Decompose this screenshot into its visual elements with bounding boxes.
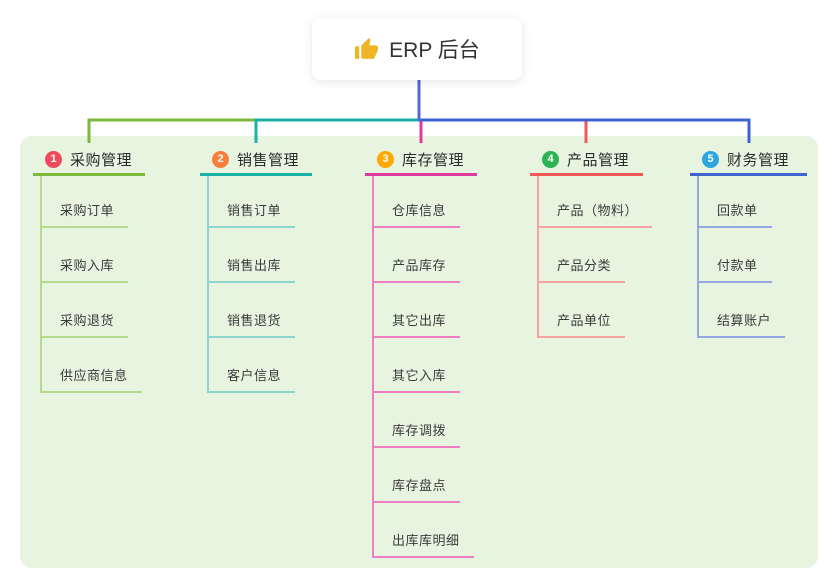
branch-number-badge: 1 [45,151,62,168]
child-node[interactable]: 回款单 [699,176,772,228]
branch-number-badge: 2 [212,151,229,168]
root-node[interactable]: ERP 后台 [312,18,522,80]
child-node[interactable]: 付款单 [699,228,772,283]
branch-node[interactable]: 1 采购管理 [33,146,145,176]
child-node[interactable]: 供应商信息 [42,338,142,393]
branch-label: 库存管理 [402,152,465,169]
branch-column: 3 库存管理 仓库信息产品库存其它出库其它入库库存调拨库存盘点出库库明细 [365,146,477,558]
child-node[interactable]: 仓库信息 [374,176,461,228]
root-label: ERP 后台 [389,39,480,62]
branch-label: 销售管理 [237,152,300,169]
branch-children: 采购订单采购入库采购退货供应商信息 [40,176,142,393]
branch-column: 1 采购管理 采购订单采购入库采购退货供应商信息 [33,146,145,393]
branch-number-badge: 4 [542,151,559,168]
branch-children: 回款单付款单结算账户 [697,176,786,338]
child-node[interactable]: 产品单位 [539,283,626,338]
branch-node[interactable]: 3 库存管理 [365,146,477,176]
branch-node[interactable]: 4 产品管理 [530,146,643,176]
branch-children: 产品（物料）产品分类产品单位 [537,176,653,338]
branch-label: 采购管理 [70,152,133,169]
child-node[interactable]: 产品（物料） [539,176,653,228]
branch-label: 财务管理 [727,152,790,169]
child-node[interactable]: 结算账户 [699,283,786,338]
branch-node[interactable]: 2 销售管理 [200,146,312,176]
branch-children: 销售订单销售出库销售退货客户信息 [207,176,296,393]
child-node[interactable]: 库存盘点 [374,448,461,503]
thumbs-up-icon [355,37,379,59]
child-node[interactable]: 采购入库 [42,228,129,283]
child-node[interactable]: 其它入库 [374,338,461,393]
branch-number-badge: 3 [377,151,394,168]
branch-node[interactable]: 5 财务管理 [690,146,807,176]
child-node[interactable]: 销售订单 [209,176,296,228]
child-node[interactable]: 销售退货 [209,283,296,338]
child-node[interactable]: 采购订单 [42,176,129,228]
child-node[interactable]: 销售出库 [209,228,296,283]
child-node[interactable]: 采购退货 [42,283,129,338]
child-node[interactable]: 库存调拨 [374,393,461,448]
child-node[interactable]: 其它出库 [374,283,461,338]
child-node[interactable]: 客户信息 [209,338,296,393]
branches-panel [20,136,818,568]
child-node[interactable]: 出库库明细 [374,503,474,558]
child-node[interactable]: 产品分类 [539,228,626,283]
branch-children: 仓库信息产品库存其它出库其它入库库存调拨库存盘点出库库明细 [372,176,474,558]
branch-number-badge: 5 [702,151,719,168]
branch-column: 4 产品管理 产品（物料）产品分类产品单位 [530,146,653,338]
branch-label: 产品管理 [567,152,630,169]
child-node[interactable]: 产品库存 [374,228,461,283]
branch-column: 2 销售管理 销售订单销售出库销售退货客户信息 [200,146,312,393]
branch-column: 5 财务管理 回款单付款单结算账户 [690,146,807,338]
